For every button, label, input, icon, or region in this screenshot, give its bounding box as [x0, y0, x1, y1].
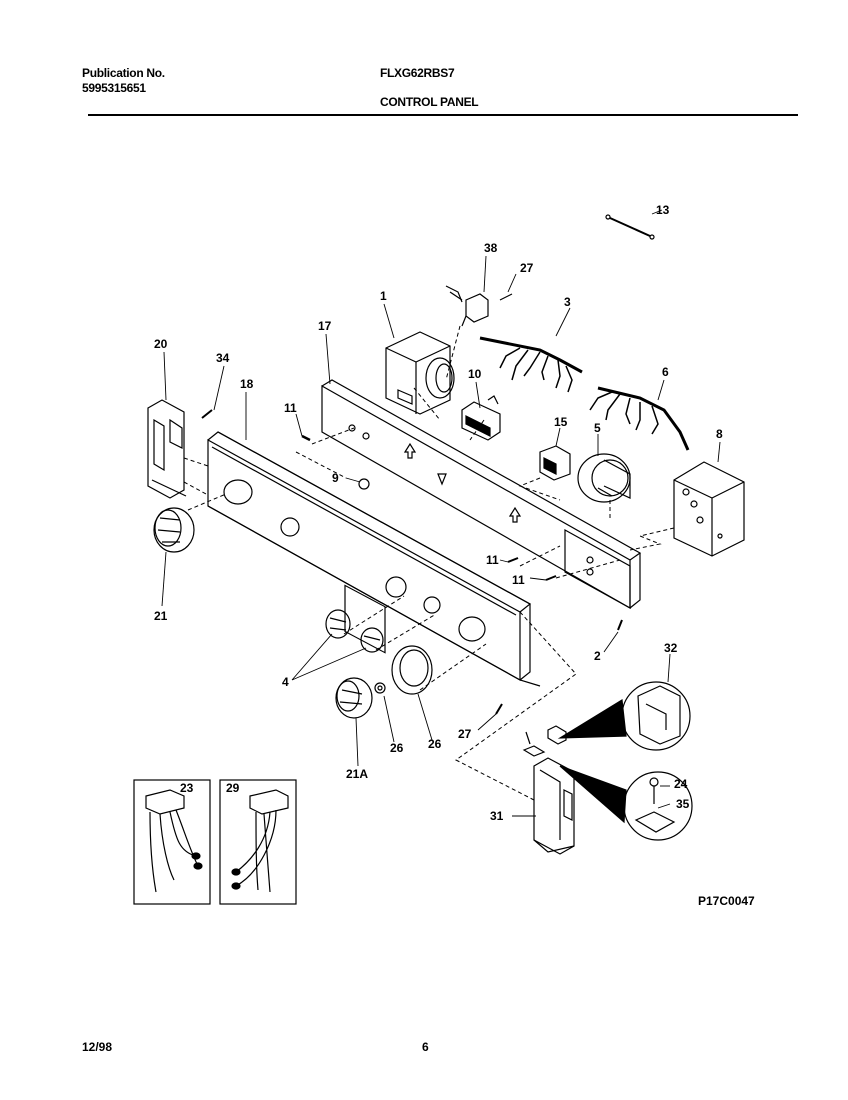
- page-number: 6: [422, 1040, 429, 1054]
- callout-6: 6: [662, 365, 669, 379]
- knobs-4: [325, 609, 384, 653]
- component-10: [461, 395, 501, 441]
- callout-27-b: 27: [458, 727, 472, 741]
- callout-9: 9: [332, 471, 339, 485]
- wire-harness-3: [479, 336, 583, 393]
- callout-8: 8: [716, 427, 723, 441]
- harness-inset-29: [219, 779, 297, 905]
- bracket-31: [533, 757, 575, 855]
- callout-2: 2: [594, 649, 601, 663]
- callout-18: 18: [240, 377, 254, 391]
- callout-10: 10: [468, 367, 482, 381]
- callout-31: 31: [490, 809, 504, 823]
- callout-26-b: 26: [428, 737, 442, 751]
- callout-21a: 21A: [346, 767, 368, 781]
- model-number: FLXG62RBS7: [380, 66, 455, 80]
- drawing-id: P17C0047: [698, 894, 755, 908]
- callout-13: 13: [656, 203, 670, 217]
- callout-35: 35: [676, 797, 690, 811]
- wire-harness-6: [589, 386, 690, 451]
- header-rule: [88, 114, 798, 116]
- rear-control-plate: [321, 379, 642, 654]
- switch-15: [539, 445, 571, 481]
- publication-number: 5995315651: [82, 81, 146, 95]
- leader-lines: [161, 209, 721, 817]
- clip-assembly: [522, 725, 567, 757]
- callout-29: 29: [226, 781, 240, 795]
- callout-26: 26: [390, 741, 404, 755]
- publication-label: Publication No.: [82, 66, 165, 80]
- dashed-guides: [183, 325, 675, 801]
- callout-labels: 13 38 27 3 1 17 20 34 18 10 6 11 15 5 8 …: [154, 203, 723, 823]
- callout-5: 5: [594, 421, 601, 435]
- control-board-8: [673, 461, 745, 557]
- callout-24: 24: [674, 777, 688, 791]
- callout-4: 4: [282, 675, 289, 689]
- callout-27: 27: [520, 261, 534, 275]
- harness-inset-23: [133, 779, 211, 905]
- callout-34: 34: [216, 351, 230, 365]
- callout-11-b: 11: [486, 553, 499, 567]
- callout-11: 11: [284, 401, 297, 415]
- callout-17: 17: [318, 319, 332, 333]
- bracket-20: [147, 399, 187, 499]
- callout-23: 23: [180, 781, 194, 795]
- knob-21a: [335, 677, 373, 719]
- knob-21: [153, 507, 195, 553]
- callout-15: 15: [554, 415, 568, 429]
- detail-circle-24-35: [559, 765, 693, 841]
- callout-21: 21: [154, 609, 168, 623]
- small-hardware: [201, 214, 655, 715]
- callout-20: 20: [154, 337, 168, 351]
- detail-circle-32: [557, 681, 691, 751]
- callout-1: 1: [380, 289, 387, 303]
- callout-11-c: 11: [512, 573, 525, 587]
- section-title: CONTROL PANEL: [380, 95, 479, 109]
- component-5: [577, 453, 631, 503]
- callout-32: 32: [664, 641, 678, 655]
- switch-38: [445, 285, 489, 327]
- console-panel: [207, 431, 541, 687]
- dial-26: [374, 645, 433, 695]
- callout-38: 38: [484, 241, 498, 255]
- footer-date: 12/98: [82, 1040, 113, 1054]
- timer: [385, 331, 455, 415]
- callout-3: 3: [564, 295, 571, 309]
